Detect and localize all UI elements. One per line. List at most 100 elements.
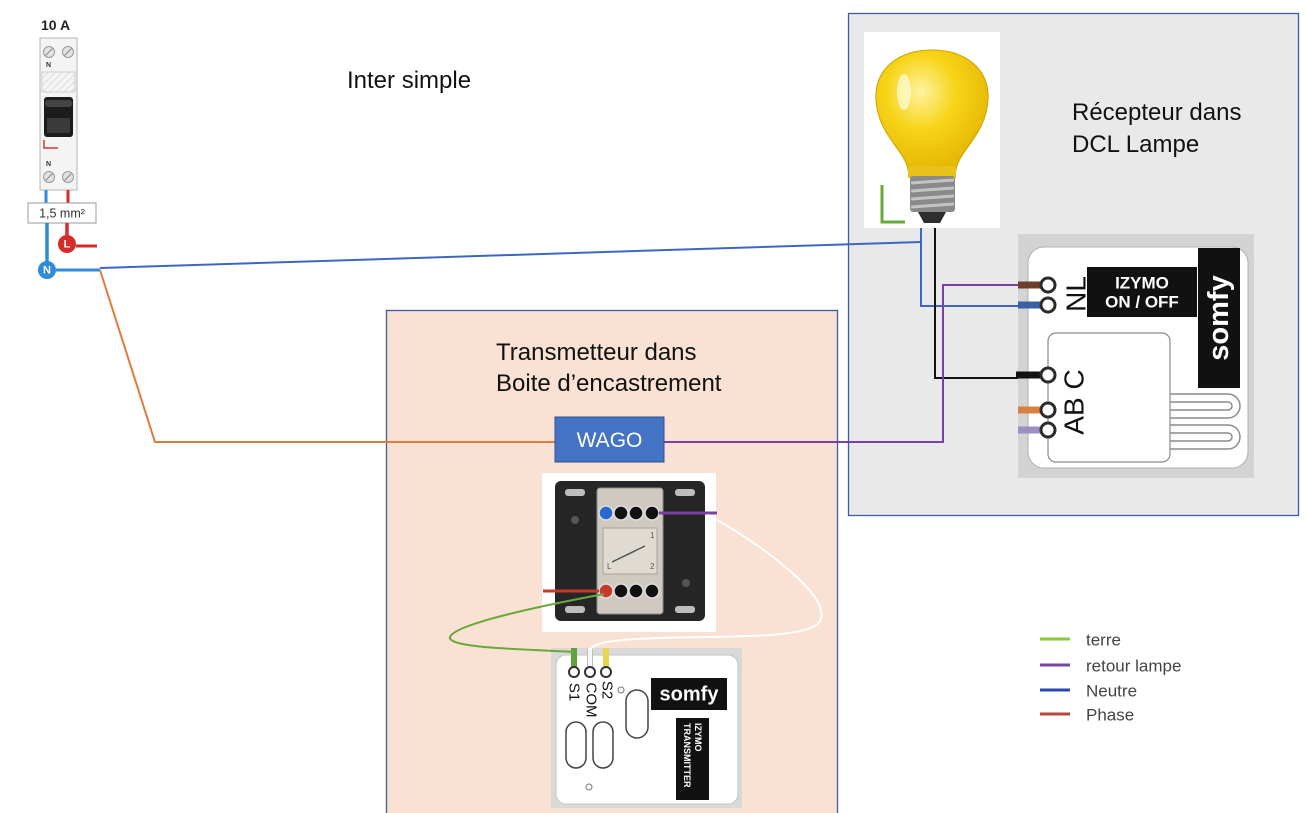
somfy-brand-bar <box>1198 248 1240 388</box>
phase-link-wire <box>99 269 555 443</box>
antenna-loop <box>1170 393 1241 419</box>
phase-terminal-label: L <box>64 239 71 251</box>
socket-thread <box>910 178 955 185</box>
traveller-white-wire <box>589 514 823 651</box>
switch-marking-2: 2 <box>650 562 655 571</box>
neutral-wire <box>99 241 922 269</box>
breaker-handle-base <box>47 118 70 133</box>
izymo-label-line2: ON / OFF <box>1105 293 1179 312</box>
izymo-transmitter-module: S1 COM S2 somfy IZYMO TRANSMITTER <box>551 648 742 808</box>
legend-label-phase: Phase <box>1086 706 1134 725</box>
switch-terminal <box>613 583 629 599</box>
terminal-hole-l <box>1039 276 1057 294</box>
breaker-indicator-mark <box>43 140 58 149</box>
wago-label: WAGO <box>577 429 643 452</box>
wago-connector: WAGO <box>554 416 665 463</box>
frame-mounting-slot <box>565 489 585 496</box>
bulb-tip <box>918 212 946 223</box>
terminal-label-s2: S2 <box>599 681 616 699</box>
terminal-hole-c <box>1039 366 1057 384</box>
frame-mounting-slot <box>565 606 585 613</box>
circuit-breaker: 10 A N N 1,5 mm² L N <box>27 17 100 279</box>
izymo-receiver-module: IZYMO ON / OFF somfy NL AB C <box>1016 234 1254 478</box>
breaker-screw-slot <box>45 173 53 181</box>
terminal-label-com: COM <box>583 683 600 718</box>
socket-thread <box>910 202 955 209</box>
switch-terminal <box>644 505 660 521</box>
transmitter-terminal-com <box>584 666 596 678</box>
legend-label-neutral: Neutre <box>1086 682 1137 701</box>
transmitter-somfy-logo: somfy <box>660 684 720 706</box>
earth-loop-wire <box>449 593 605 653</box>
legend: terre retour lampe Neutre Phase <box>1040 631 1181 725</box>
switch-terminal <box>644 583 660 599</box>
switch-terminal <box>613 505 629 521</box>
transmitter-marking-dot <box>617 686 625 694</box>
switch-terminal <box>628 505 644 521</box>
cable-section-label: 1,5 mm² <box>39 207 85 221</box>
frame-mounting-slot <box>675 489 695 496</box>
breaker-pole-label-top: N <box>46 62 51 69</box>
terminal-hole-a <box>1039 421 1057 439</box>
socket-thread <box>910 194 955 201</box>
transmitter-slot <box>625 689 649 739</box>
breaker-pole-label-bottom: N <box>46 161 51 168</box>
light-bulb <box>864 32 1000 228</box>
transmitter-model-line2: TRANSMITTER <box>682 723 692 788</box>
lamp-black-wire <box>934 222 1018 379</box>
transmitter-title-line1: Transmetteur dans <box>496 339 697 366</box>
frame-screw <box>571 516 579 524</box>
bulb-socket <box>910 176 955 212</box>
receiver-title-line2: DCL Lampe <box>1072 131 1199 158</box>
breaker-screw-slot <box>64 173 72 181</box>
bulb-highlight <box>897 74 911 110</box>
neutral-terminal-badge <box>38 261 56 279</box>
legend-label-earth: terre <box>1086 631 1121 650</box>
diagram-title: Inter simple <box>347 67 471 94</box>
earth-wire-stub <box>880 185 905 224</box>
breaker-screw-slot <box>64 48 72 56</box>
antenna-loop <box>1170 401 1233 411</box>
terminal-hole-b <box>1039 401 1057 419</box>
wago-box <box>554 416 665 463</box>
neutral-terminal-label: N <box>43 265 51 277</box>
transmitter-slot <box>592 721 614 769</box>
breaker-rating: 10 A <box>41 17 70 33</box>
terminal-label-s1: S1 <box>566 683 583 701</box>
wires <box>99 222 1024 443</box>
receiver-title-line1: Récepteur dans <box>1072 99 1241 126</box>
switch-terminal-blue <box>598 505 614 521</box>
phase-terminal-badge <box>58 235 76 253</box>
switch-marking-l: L <box>607 562 612 571</box>
transmitter-model-label-box <box>676 718 709 800</box>
terminal-hole-n <box>1039 296 1057 314</box>
transmitter-title-line2: Boite d’encastrement <box>496 370 722 397</box>
transmitter-somfy-label-box <box>651 678 727 710</box>
socket-thread <box>910 186 955 193</box>
frame-mounting-slot <box>675 606 695 613</box>
control-terminal-labels: AB C <box>1059 369 1090 434</box>
transmitter-model-line1: IZYMO <box>693 723 703 752</box>
receiver-antenna-coils <box>1170 393 1241 450</box>
izymo-label-box <box>1087 267 1197 317</box>
power-terminal-labels: NL <box>1061 276 1092 312</box>
antenna-loop <box>1170 424 1241 450</box>
breaker-handle-top <box>45 100 72 107</box>
bulb-neck <box>908 166 956 178</box>
receiver-inner-housing <box>1047 332 1171 463</box>
somfy-logo: somfy <box>1203 275 1235 360</box>
transmitter-terminal-s1 <box>568 666 580 678</box>
frame-screw <box>682 579 690 587</box>
neutral-wire-to-receiver <box>920 226 1022 307</box>
legend-label-lamp-return: retour lampe <box>1086 657 1181 676</box>
transmitter-terminal-s2 <box>600 666 612 678</box>
antenna-loop <box>1170 432 1233 442</box>
breaker-screw-slot <box>45 48 53 56</box>
switch-center-plate <box>602 527 658 575</box>
breaker-hatched-area <box>41 71 76 93</box>
switch-contact-symbol <box>611 545 646 563</box>
transmitter-marking-dot <box>585 783 593 791</box>
light-switch-mechanism: 1 L 2 <box>542 473 717 632</box>
